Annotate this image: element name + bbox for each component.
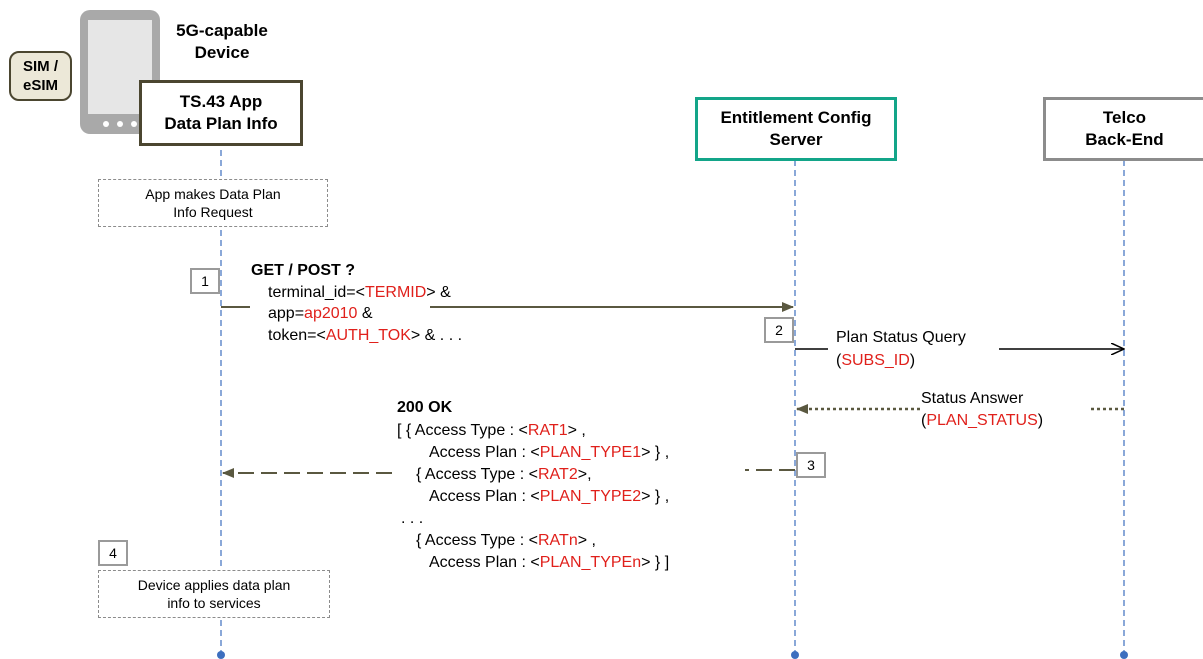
request-terminal-post: > & <box>426 284 451 301</box>
note-apply-line1: Device applies data plan <box>137 577 291 593</box>
query-param: (SUBS_ID) <box>836 350 915 371</box>
response-line-1: [ { Access Type : <RAT1> , <box>397 420 586 441</box>
ts43-app-line2: Data Plan Info <box>164 114 278 133</box>
device-title: 5G-capable Device <box>167 20 277 64</box>
lifeline-device-end <box>217 651 225 659</box>
response-r1-post: > , <box>567 422 586 439</box>
response-line-ellipsis: . . . <box>401 510 424 527</box>
step-4-label: 4 <box>109 545 117 561</box>
response-line-7: Access Plan : <PLAN_TYPEn> } ] <box>429 552 669 573</box>
note-request: App makes Data Plan Info Request <box>98 179 328 227</box>
request-app-post: & <box>357 305 373 322</box>
answer-param: (PLAN_STATUS) <box>921 410 1043 431</box>
lifeline-telco-end <box>1120 651 1128 659</box>
ecs-line2: Server <box>769 130 823 149</box>
step-4-badge: 4 <box>98 540 128 566</box>
ts43-app-line1: TS.43 App <box>179 92 263 111</box>
request-token-pre: token=< <box>268 327 326 344</box>
request-app-pre: app= <box>268 305 305 322</box>
request-terminal-pre: terminal_id=< <box>268 284 365 301</box>
step-3-label: 3 <box>807 457 815 473</box>
response-arrow <box>222 468 795 478</box>
response-line-3: { Access Type : <RAT2>, <box>416 464 592 485</box>
response-r4-value: PLAN_TYPE2 <box>539 488 642 505</box>
sim-line2: eSIM <box>22 77 58 94</box>
request-app-value: ap2010 <box>304 305 358 322</box>
request-token-value: AUTH_TOK <box>325 327 411 344</box>
request-line-token: token=<AUTH_TOK> & . . . <box>268 325 462 346</box>
response-r2-pre: Access Plan : < <box>429 444 540 461</box>
response-r7-post: > } ] <box>641 554 670 571</box>
answer-param-value: PLAN_STATUS <box>926 412 1038 429</box>
response-r3-pre: { Access Type : < <box>416 466 538 483</box>
step-1-label: 1 <box>201 273 209 289</box>
response-r6-value: RATn <box>538 532 578 549</box>
response-r6-pre: { Access Type : < <box>416 532 538 549</box>
response-r1-pre: [ { Access Type : < <box>397 422 528 439</box>
answer-param-post: ) <box>1037 412 1044 429</box>
note-request-line1: App makes Data Plan <box>145 186 281 202</box>
device-title-line2: Device <box>194 43 250 62</box>
telco-box: Telco Back-End <box>1043 97 1203 161</box>
step-2-label: 2 <box>775 322 783 338</box>
step-3-badge: 3 <box>796 452 826 478</box>
answer-label: Status Answer <box>921 390 1024 407</box>
request-terminal-value: TERMID <box>364 284 427 301</box>
ts43-app-box: TS.43 App Data Plan Info <box>139 80 303 146</box>
response-line-4: Access Plan : <PLAN_TYPE2> } , <box>429 486 669 507</box>
response-r3-post: >, <box>577 466 592 483</box>
note-request-line2: Info Request <box>173 204 253 220</box>
sim-badge: SIM / eSIM <box>9 51 72 101</box>
request-line-app: app=ap2010 & <box>268 303 373 324</box>
telco-line1: Telco <box>1102 108 1147 127</box>
query-param-post: ) <box>909 352 916 369</box>
lifeline-ecs-end <box>791 651 799 659</box>
response-status: 200 OK <box>397 399 453 416</box>
response-line-6: { Access Type : <RATn> , <box>416 530 596 551</box>
answer-param-pre: ( <box>921 412 927 429</box>
response-r7-pre: Access Plan : < <box>429 554 540 571</box>
step-2-badge: 2 <box>764 317 794 343</box>
response-r2-post: > } , <box>641 444 670 461</box>
ecs-box: Entitlement Config Server <box>695 97 897 161</box>
response-r2-value: PLAN_TYPE1 <box>539 444 642 461</box>
device-title-line1: 5G-capable <box>176 21 268 40</box>
response-r3-value: RAT2 <box>538 466 578 483</box>
response-r1-value: RAT1 <box>527 422 568 439</box>
query-param-value: SUBS_ID <box>841 352 910 369</box>
note-apply: Device applies data plan info to service… <box>98 570 330 618</box>
query-param-pre: ( <box>836 352 842 369</box>
request-method: GET / POST ? <box>251 262 356 279</box>
response-r6-post: > , <box>577 532 596 549</box>
response-line-2: Access Plan : <PLAN_TYPE1> } , <box>429 442 669 463</box>
step-1-badge: 1 <box>190 268 220 294</box>
query-label: Plan Status Query <box>836 329 966 346</box>
sim-line1: SIM / <box>22 58 58 75</box>
response-r7-value: PLAN_TYPEn <box>539 554 642 571</box>
response-r4-pre: Access Plan : < <box>429 488 540 505</box>
response-r4-post: > } , <box>641 488 670 505</box>
note-apply-line2: info to services <box>167 595 261 611</box>
telco-line2: Back-End <box>1085 130 1164 149</box>
request-token-post: > & . . . <box>410 327 463 344</box>
ecs-line1: Entitlement Config <box>720 108 872 127</box>
request-line-terminal: terminal_id=<TERMID> & <box>268 282 451 303</box>
